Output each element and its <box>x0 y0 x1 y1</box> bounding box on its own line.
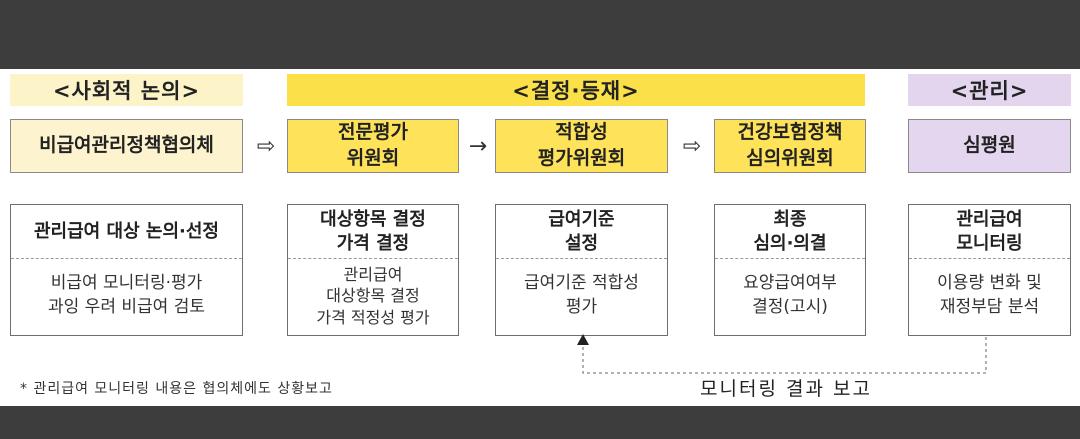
card-title: 관리급여 모니터링 <box>909 205 1070 259</box>
header-management: <관리> <box>908 74 1071 106</box>
org-expert-evaluation-committee: 전문평가 위원회 <box>287 119 459 173</box>
footnote: * 관리급여 모니터링 내용은 협의체에도 상황보고 <box>20 381 333 397</box>
card-body: 관리급여 대상항목 결정 가격 적정성 평가 <box>316 264 430 327</box>
card-item-price-decision: 대상항목 결정 가격 결정 관리급여 대상항목 결정 가격 적정성 평가 <box>287 204 459 336</box>
card-body: 급여기준 적합성 평가 <box>524 273 639 317</box>
flow-diagram: <사회적 논의> <결정·등재> <관리> 비급여관리정책협의체 ⇨ 전문평가 … <box>0 69 1080 406</box>
arrow-right-icon: → <box>468 133 488 159</box>
card-title: 최종 심의·의결 <box>715 205 865 259</box>
org-health-insurance-committee: 건강보험정책 심의위원회 <box>714 119 866 173</box>
card-title: 급여기준 설정 <box>496 205 667 259</box>
arrow-right-icon: ⇨ <box>682 133 702 159</box>
card-body: 이용량 변화 및 재정부담 분석 <box>937 273 1042 317</box>
card-title: 대상항목 결정 가격 결정 <box>288 205 458 259</box>
card-benefit-monitoring: 관리급여 모니터링 이용량 변화 및 재정부담 분석 <box>908 204 1071 336</box>
header-social-discussion: <사회적 논의> <box>10 74 243 106</box>
org-policy-council: 비급여관리정책협의체 <box>10 119 243 173</box>
card-final-resolution: 최종 심의·의결 요양급여여부 결정(고시) <box>714 204 866 336</box>
feedback-label: 모니터링 결과 보고 <box>700 378 872 400</box>
org-suitability-committee: 적합성 평가위원회 <box>495 119 668 173</box>
org-hira: 심평원 <box>908 119 1071 173</box>
card-title: 관리급여 대상 논의·선정 <box>11 205 242 259</box>
card-managed-benefit-selection: 관리급여 대상 논의·선정 비급여 모니터링·평가 과잉 우려 비급여 검토 <box>10 204 243 336</box>
card-body: 비급여 모니터링·평가 과잉 우려 비급여 검토 <box>48 273 205 317</box>
card-benefit-criteria: 급여기준 설정 급여기준 적합성 평가 <box>495 204 668 336</box>
card-body: 요양급여여부 결정(고시) <box>743 273 837 317</box>
header-decision-listing: <결정·등재> <box>287 74 865 106</box>
arrow-right-icon: ⇨ <box>256 133 276 159</box>
